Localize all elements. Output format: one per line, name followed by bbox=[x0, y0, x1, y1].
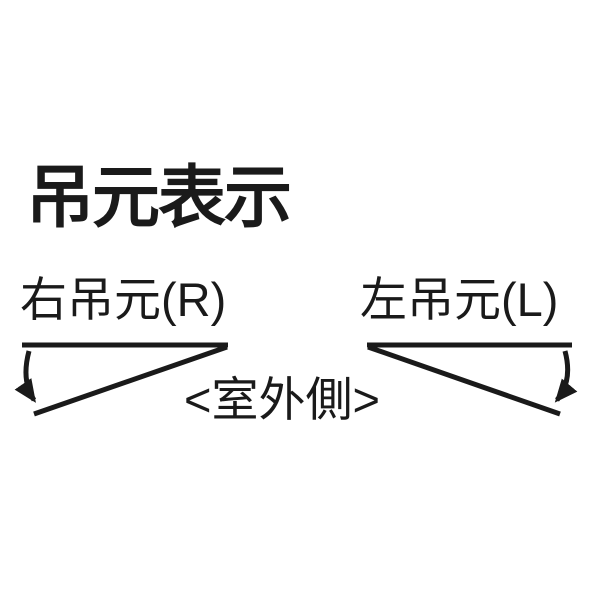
door-open-line-right bbox=[367, 344, 561, 417]
door-open-line-left bbox=[33, 344, 228, 417]
page-title: 吊元表示 bbox=[26, 160, 292, 236]
swing-direction-arrow-left-icon bbox=[14, 350, 37, 403]
right-hinge-label: 右吊元(R) bbox=[20, 273, 227, 326]
right-hinge-door-figure bbox=[14, 342, 228, 417]
left-hinge-door-figure bbox=[367, 342, 578, 417]
left-hinge-label: 左吊元(L) bbox=[360, 273, 559, 326]
swing-direction-arrow-right-icon bbox=[554, 350, 578, 403]
outdoor-side-label: <室外側> bbox=[184, 373, 380, 426]
